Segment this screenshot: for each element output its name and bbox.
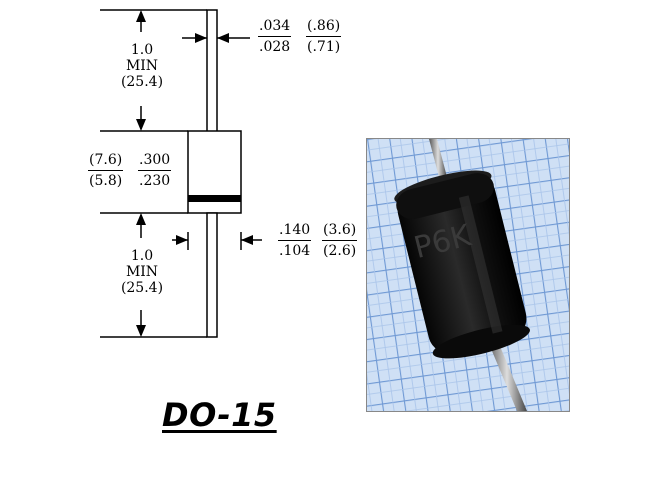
bottom-lead-length-qualifier: MIN: [125, 264, 159, 280]
body-length-inch-max: .300: [138, 152, 172, 171]
top-lead-length-metric: (25.4): [120, 74, 164, 90]
bottom-lead-length-value: 1.0: [130, 248, 154, 264]
lead-diameter-inch-max: .034: [258, 18, 292, 37]
body-length-mm-min: (5.8): [89, 173, 123, 189]
top-lead-length-value: 1.0: [130, 42, 154, 58]
cathode-band: [188, 195, 241, 202]
diode-photo: P6K: [366, 138, 570, 412]
bottom-lead-length-metric: (25.4): [120, 280, 164, 296]
package-title: DO-15: [162, 396, 277, 434]
bottom-lead-length-label: 1.0 MIN (25.4): [116, 248, 168, 296]
body-diameter-inch-max: .140: [278, 222, 312, 241]
lead-diameter-inch-min: .028: [259, 39, 291, 55]
top-lead-length-qualifier: MIN: [125, 58, 159, 74]
lead-diameter-mm: (.86) (.71): [306, 18, 342, 55]
bottom-lead: [206, 212, 218, 338]
lead-diameter-mm-min: (.71): [307, 39, 341, 55]
top-lead-length-label: 1.0 MIN (25.4): [116, 42, 168, 90]
diode-photo-icon: P6K: [367, 139, 569, 411]
body-diameter-inch-min: .104: [279, 243, 311, 259]
body-length-mm-max: (7.6): [88, 152, 124, 171]
body-diameter-inch: .140 .104: [278, 222, 312, 259]
body-diameter-mm-max: (3.6): [322, 222, 358, 241]
body-diameter-mm-min: (2.6): [323, 243, 357, 259]
lead-diameter-inch: .034 .028: [258, 18, 292, 55]
top-lead: [206, 9, 218, 133]
body-length-mm: (7.6) (5.8): [88, 152, 124, 189]
lead-diameter-mm-max: (.86): [306, 18, 342, 37]
body-length-inch: .300 .230: [138, 152, 172, 189]
body-diameter-mm: (3.6) (2.6): [322, 222, 358, 259]
body-length-inch-min: .230: [139, 173, 171, 189]
